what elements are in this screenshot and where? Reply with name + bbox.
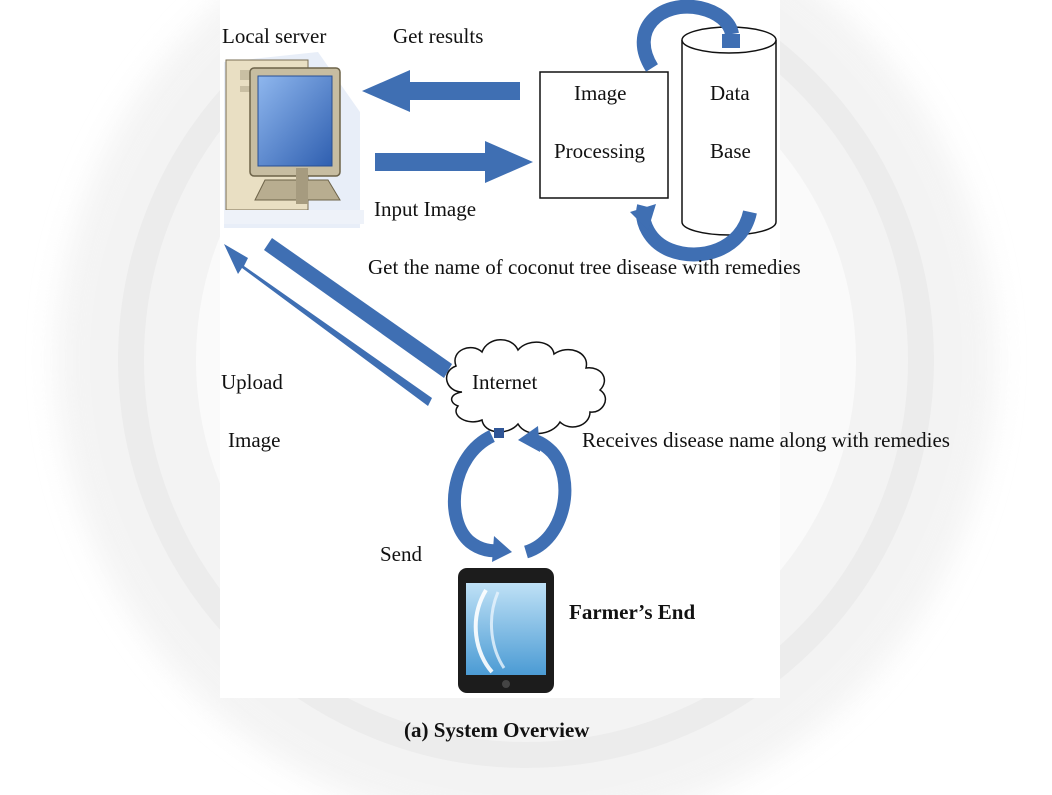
computer-icon — [224, 52, 364, 228]
send-receive-cycle — [447, 426, 572, 562]
phone-icon — [458, 568, 554, 693]
database-label-1: Data — [710, 81, 750, 105]
input-image-label: Input Image — [374, 197, 477, 221]
database-label-2: Base — [710, 139, 751, 163]
get-results-label: Get results — [393, 24, 484, 48]
top-curved-arrow — [636, 0, 740, 72]
image-processing-label-1: Image — [574, 81, 627, 105]
local-server-label: Local server — [222, 24, 327, 48]
cloud-icon — [445, 339, 607, 435]
get-results-arrow — [362, 70, 520, 112]
receives-label: Receives disease name along with remedie… — [582, 428, 950, 452]
image-processing-box — [539, 71, 669, 199]
farmers-end-label: Farmer’s End — [569, 600, 696, 624]
image-label: Image — [228, 428, 281, 452]
input-image-arrow — [375, 141, 533, 183]
internet-label: Internet — [472, 370, 538, 394]
bottom-curved-arrow — [630, 204, 757, 262]
upload-arrow — [224, 244, 432, 406]
image-processing-label-2: Processing — [554, 139, 645, 163]
send-label: Send — [380, 542, 422, 566]
cylinder-icon — [681, 26, 777, 236]
upload-label: Upload — [221, 370, 283, 394]
get-name-label: Get the name of coconut tree disease wit… — [368, 255, 801, 279]
figure-caption: (a) System Overview — [404, 718, 590, 742]
server-to-cloud-band — [264, 238, 452, 378]
